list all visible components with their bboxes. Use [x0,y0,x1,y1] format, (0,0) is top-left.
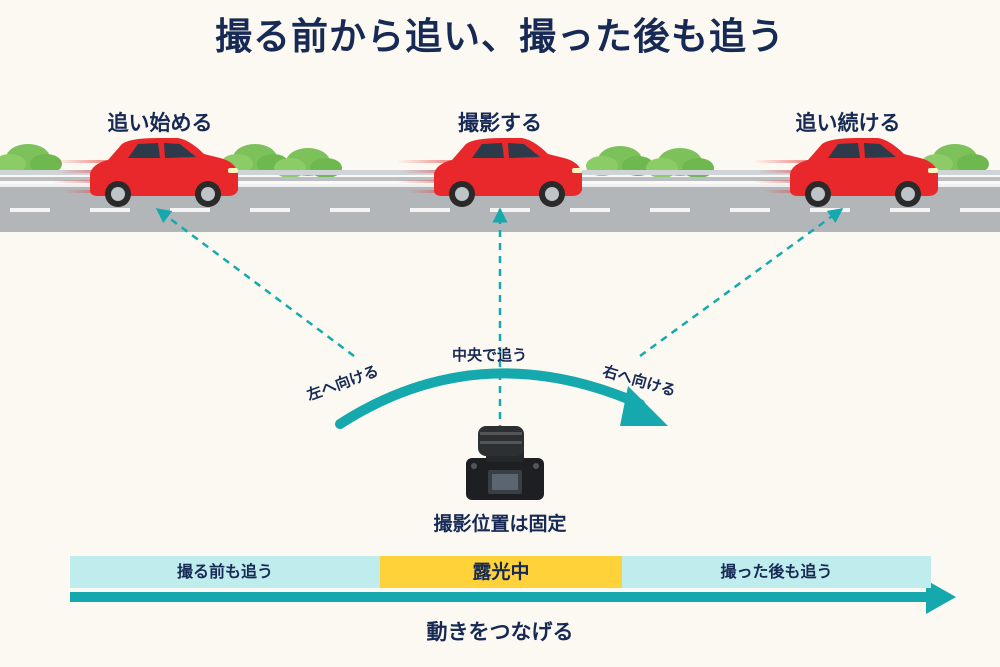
car-label-shoot: 撮影する [458,111,542,135]
sight-line-left [155,207,355,358]
camera-label: 撮影位置は固定 [433,513,567,535]
car-label-continue: 追い続ける [795,111,901,135]
timeline-arrow [70,580,956,614]
sight-line-right [639,207,844,358]
pan-arc [335,368,645,429]
camera-icon [466,426,544,500]
phase-exposure: 露光中 [380,556,622,588]
pan-arrowhead [620,386,668,426]
phase-before: 撮る前も追う [70,556,380,588]
timeline-caption: 動きをつなげる [426,620,574,644]
direction-center-label: 中央で追う [452,346,528,364]
page-title: 撮る前から追い、撮った後も追う [215,15,785,58]
phase-after: 撮った後も追う [622,556,931,588]
car-label-start: 追い始める [107,111,213,135]
